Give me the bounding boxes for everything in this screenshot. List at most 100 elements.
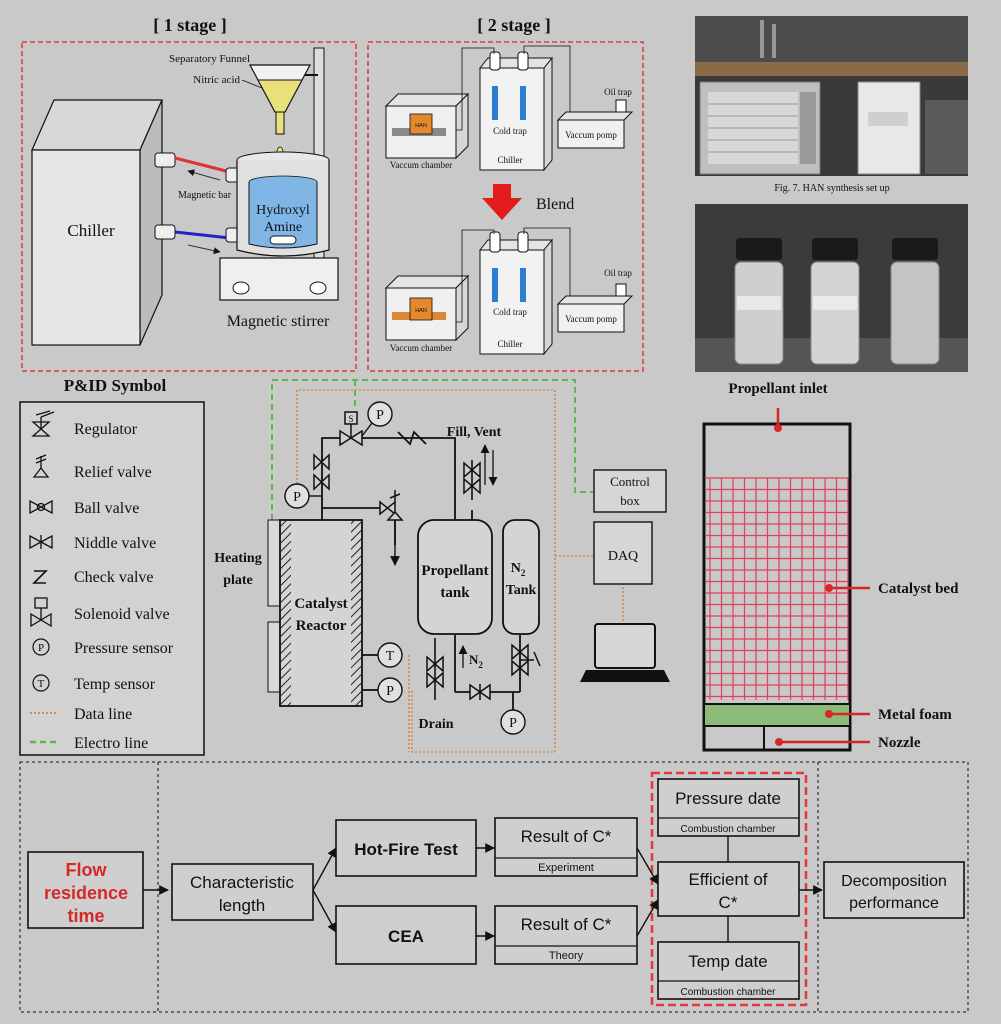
heating-plate-lower	[267, 621, 281, 693]
regulator-icon	[31, 410, 55, 437]
legend-niddle-valve-label: Niddle valve	[74, 535, 156, 552]
flowchart-panel: Flow residence time Characteristic lengt…	[19, 761, 969, 1013]
stage2-oil-trap-lower: Oil trap	[604, 268, 632, 278]
heating-plate-label-1: Heating	[214, 551, 261, 566]
result-experiment-text: Result of C*	[521, 827, 612, 846]
flow-residence-text-1: Flow	[66, 860, 108, 880]
niddle-valve-icon	[29, 534, 53, 550]
legend-regulator-label: Regulator	[74, 421, 138, 438]
pid-pressure-sensor-bottom: P	[500, 709, 526, 735]
pressure-date-text: Pressure date	[675, 789, 781, 808]
stage2-vaccum-pomp-lower: Vaccum pomp	[565, 314, 617, 324]
pid-solenoid-valve	[339, 411, 363, 447]
characteristic-text-2: length	[219, 896, 265, 915]
legend-pressure-sensor-label: Pressure sensor	[74, 640, 174, 657]
cea-text: CEA	[388, 927, 424, 946]
nitric-acid-label: Nitric acid	[193, 74, 240, 86]
control-box-label-2: box	[620, 493, 640, 508]
stage2-cold-trap-upper: Cold trap	[493, 126, 527, 136]
fill-vent-label: Fill, Vent	[447, 425, 502, 440]
pressure-sensor-reactor-label: P	[386, 684, 394, 699]
control-box	[593, 469, 667, 513]
data-line	[296, 389, 556, 753]
propellant-tank-label-2: tank	[440, 585, 470, 601]
heating-plate-label-2: plate	[223, 573, 253, 588]
nozzle-right	[763, 725, 851, 751]
pid-diagram: Heating plate Catalyst Reactor	[214, 379, 670, 753]
thruster-panel: Propellant inlet Catalyst bed Metal foam…	[702, 381, 959, 752]
stage2-han-upper: HAN	[415, 123, 427, 129]
temp-date-box	[657, 941, 800, 1000]
pressure-sensor-top-label: P	[376, 408, 384, 423]
pid-niddle-valve	[469, 683, 491, 701]
stage2-vaccum-chamber-upper: Vaccum chamber	[390, 160, 452, 170]
control-box-label-1: Control	[610, 474, 650, 489]
hydroxyl-label: Hydroxyl	[256, 203, 310, 218]
nozzle-label: Nozzle	[878, 735, 921, 751]
amine-label: Amine	[264, 220, 302, 235]
separatory-funnel	[249, 64, 311, 158]
sample-bottles-photo	[695, 204, 968, 372]
temp-date-text: Temp date	[688, 952, 767, 971]
characteristic-length-box	[171, 863, 314, 921]
pressure-date-box	[657, 778, 800, 837]
flow-residence-text-3: time	[67, 906, 104, 926]
stage2-panel: [ 2 stage ] HAN Vaccum chamber Cold trap…	[367, 15, 644, 372]
catalyst-reactor-label-1: Catalyst	[294, 596, 347, 612]
catalyst-bed-label: Catalyst bed	[878, 581, 959, 597]
pressure-sensor-symbol: P	[38, 642, 44, 654]
efficient-text-2: C*	[719, 893, 738, 912]
heating-plate-upper	[267, 519, 281, 607]
result-experiment-box	[494, 817, 638, 877]
stage2-oil-trap-upper: Oil trap	[604, 87, 632, 97]
pid-ball-valve-1	[313, 453, 330, 491]
n2-tank-label-1: N2	[511, 561, 526, 578]
efficient-box	[657, 861, 800, 917]
catalyst-reactor-label-2: Reactor	[296, 618, 347, 634]
stage1-chiller-label: Chiller	[67, 221, 115, 240]
propellant-tank	[417, 519, 493, 635]
fig7-caption: Fig. 7. HAN synthesis set up	[774, 183, 889, 194]
temp-sensor-icon: T	[32, 674, 50, 692]
temp-sensor-reactor-label: T	[386, 649, 395, 664]
catalyst-reactor	[279, 519, 363, 707]
blend-label: Blend	[536, 196, 574, 213]
stage1-title: [ 1 stage ]	[153, 15, 226, 35]
propellant-tank-label-1: Propellant	[421, 563, 488, 579]
pid-regulator	[511, 643, 541, 677]
pid-pressure-sensor-reactor: P	[377, 677, 403, 703]
n2-tank-label-2: Tank	[506, 583, 537, 598]
result-theory-text: Result of C*	[521, 915, 612, 934]
decomposition-box	[823, 861, 965, 919]
pid-relief-valve	[379, 490, 404, 521]
hot-fire-test-box	[335, 819, 477, 877]
legend-solenoid-valve-label: Solenoid valve	[74, 606, 170, 623]
electro-line	[271, 379, 594, 520]
stage2-vaccum-pomp-upper: Vaccum pomp	[565, 130, 617, 140]
stage2-cold-trap-lower: Cold trap	[493, 307, 527, 317]
pid-check-valve	[397, 430, 427, 446]
pid-legend: P&ID Symbol P T Regul	[19, 376, 205, 756]
result-theory-sub: Theory	[549, 950, 584, 962]
temp-date-sub: Combustion chamber	[680, 987, 776, 998]
stage1-frame	[21, 41, 357, 372]
stage2-han-lower: HAN	[415, 308, 427, 314]
pressure-sensor-bottom-label: P	[509, 716, 517, 731]
characteristic-text-1: Characteristic	[190, 873, 294, 892]
legend-ball-valve-label: Ball valve	[74, 500, 139, 517]
pid-legend-title: P&ID Symbol	[64, 376, 167, 395]
pid-temp-sensor-reactor: T	[377, 642, 403, 668]
stage2-frame	[367, 41, 644, 372]
legend-data-line-label: Data line	[74, 706, 132, 723]
magnetic-stirrer-label: Magnetic stirrer	[227, 313, 330, 330]
solenoid-s-label: S	[348, 414, 353, 424]
drain-label: Drain	[419, 717, 454, 732]
stage2-title: [ 2 stage ]	[477, 15, 550, 35]
check-valve-icon	[32, 570, 48, 584]
efficiency-group-frame	[650, 771, 808, 1007]
hot-fire-text: Hot-Fire Test	[354, 840, 458, 859]
pressure-sensor-icon: P	[32, 638, 50, 656]
blend-arrow	[482, 184, 522, 220]
